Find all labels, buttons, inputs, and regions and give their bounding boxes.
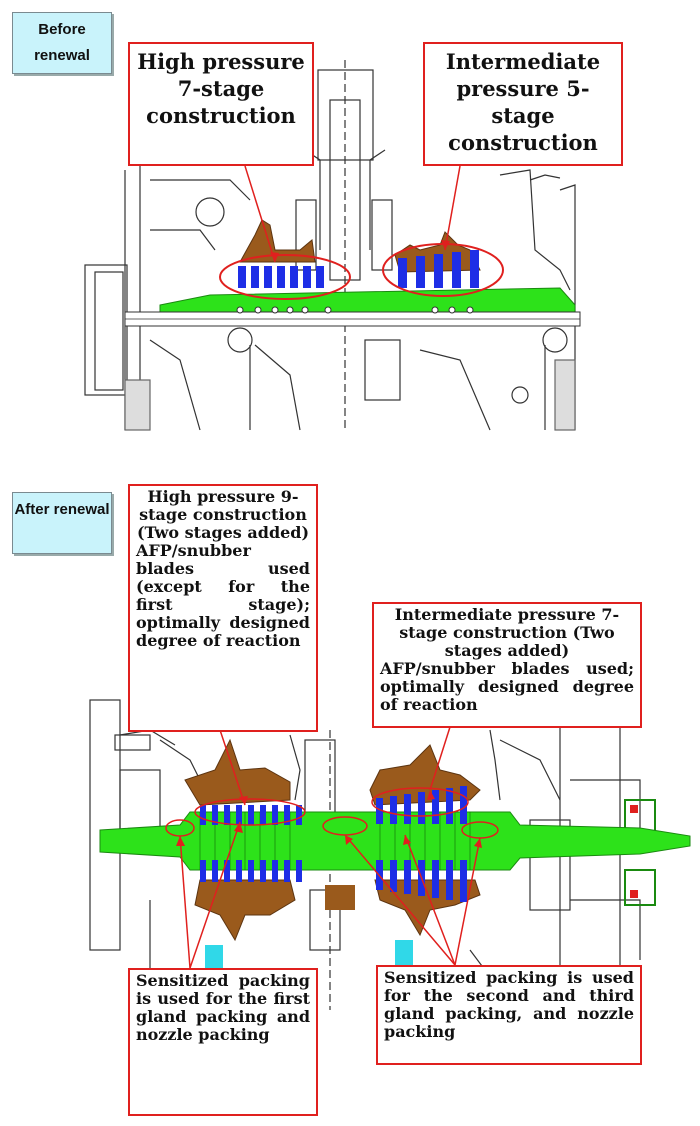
- before-ip-callout: Intermediate pressure 5-stage constructi…: [423, 42, 623, 166]
- after-ip-callout-title: Intermediate pressure 7-stage constructi…: [394, 605, 620, 660]
- before-turbine-drawing: [84, 60, 576, 431]
- after-ip-callout: Intermediate pressure 7-stage constructi…: [372, 602, 642, 728]
- after-left-arrow-2: [189, 821, 241, 969]
- before-renewal-tag: Before renewal: [12, 12, 112, 74]
- before-hp-blades: [238, 266, 324, 288]
- after-renewal-tag: After renewal: [12, 492, 112, 554]
- after-hp-blades-upper: [200, 805, 302, 825]
- packing-right-callout-text: Sensitized packing is used for the secon…: [384, 968, 634, 1041]
- after-renewal-label: After renewal: [14, 501, 110, 518]
- after-ip-callout-body: AFP/snubber blades used; optimally desig…: [380, 659, 634, 714]
- after-ip-arrow: [429, 726, 451, 791]
- packing-left-callout: Sensitized packing is used for the first…: [128, 968, 318, 1116]
- after-right-arrow-3: [454, 837, 481, 966]
- before-renewal-label: Before renewal: [34, 21, 90, 64]
- after-hp-casing-upper: [184, 738, 291, 806]
- after-hp-callout: High pressure 9-stage construction (Two …: [128, 484, 318, 732]
- before-rotor: [159, 287, 576, 316]
- after-hp-arrow: [219, 729, 246, 806]
- after-hp-blades-lower: [200, 860, 302, 882]
- after-hp-ellipse: [194, 798, 306, 826]
- before-hp-casing: [239, 219, 316, 263]
- after-hp-casing-lower: [194, 879, 296, 942]
- after-right-arrow-2: [404, 834, 456, 966]
- before-ip-callout-text: Intermediate pressure 5-stage constructi…: [445, 49, 601, 155]
- before-hp-callout-text: High pressure 7-stage construction: [137, 49, 305, 128]
- packing-right-callout: Sensitized packing is used for the secon…: [376, 965, 642, 1065]
- after-ip-blades-upper: [376, 786, 467, 824]
- before-hp-callout: High pressure 7-stage construction: [128, 42, 314, 166]
- after-hp-callout-title: High pressure 9-stage construction (Two …: [136, 487, 310, 542]
- after-hp-callout-body: AFP/snubber blades used (except for the …: [136, 541, 310, 650]
- before-ip-blades: [398, 250, 479, 288]
- after-ip-ellipse: [371, 787, 469, 817]
- before-ip-arrow: [444, 165, 461, 251]
- before-rotor-holes: [236, 306, 474, 314]
- before-hp-ellipse: [219, 254, 351, 300]
- packing-left-callout-text: Sensitized packing is used for the first…: [136, 971, 310, 1044]
- after-ip-casing-lower: [374, 879, 481, 937]
- after-left-arrow-1: [179, 835, 191, 969]
- before-hp-arrow: [244, 165, 276, 263]
- after-right-arrow-1: [344, 834, 456, 966]
